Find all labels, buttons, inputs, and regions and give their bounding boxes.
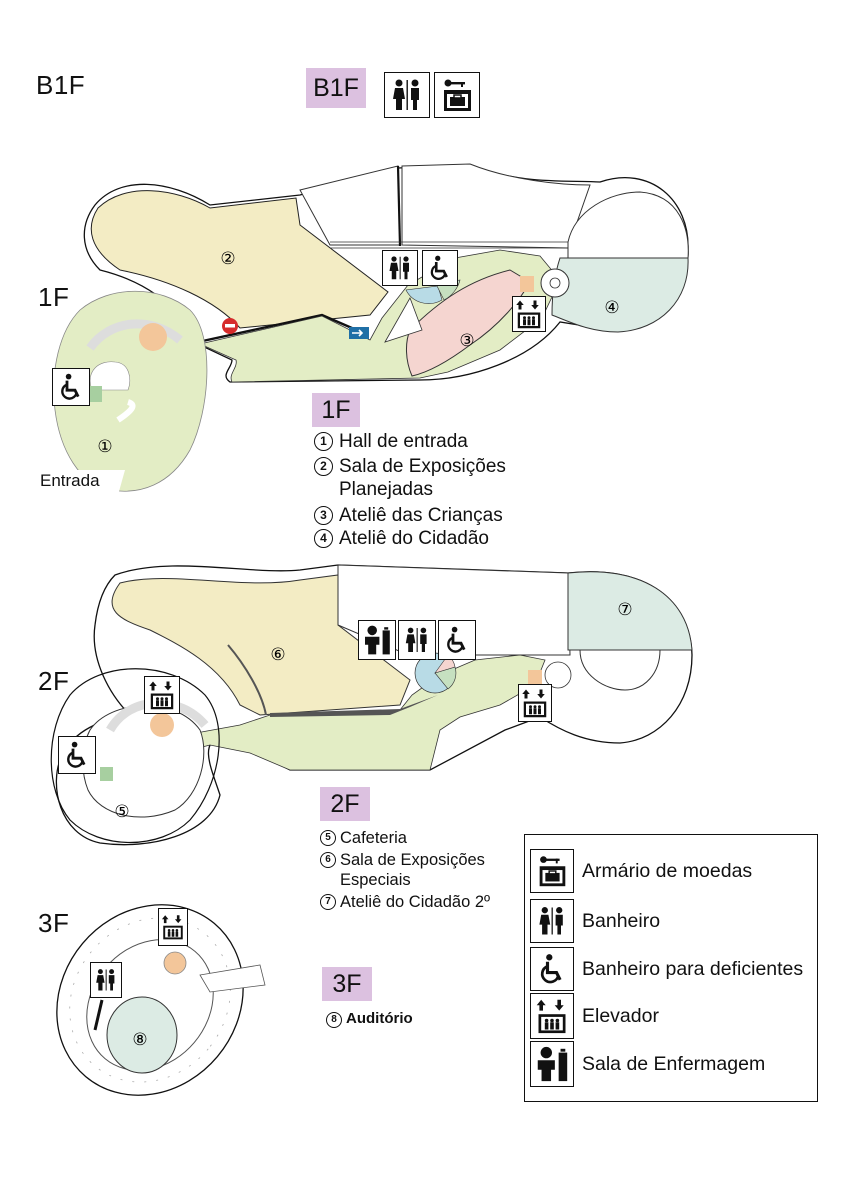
restroom-icon xyxy=(382,250,418,286)
tag-b1f: B1F xyxy=(306,68,366,108)
room-3-area xyxy=(406,269,531,377)
room-4-area xyxy=(551,257,689,333)
map-2f: ⑥ ⑦ ⑤ xyxy=(50,564,693,846)
room-2-area xyxy=(90,190,389,329)
map-1f: ② ③ ④ ① xyxy=(40,163,689,495)
key-item-restroom: Banheiro xyxy=(530,899,660,943)
room-number-4: ④ xyxy=(604,298,619,317)
key-item-elevator: Elevador xyxy=(530,993,659,1039)
room-number-5: ⑤ xyxy=(114,802,129,821)
restroom-icon xyxy=(384,72,430,118)
room-number-2: ② xyxy=(220,249,235,268)
room-number-3: ③ xyxy=(459,331,474,350)
floor-label-3f: 3F xyxy=(38,908,70,938)
elevator-icon xyxy=(512,296,546,332)
accessible-restroom-icon xyxy=(58,736,96,774)
room-7-area xyxy=(567,571,693,651)
floor-label-b1f: B1F xyxy=(36,70,86,100)
restroom-icon xyxy=(398,620,436,660)
icon-key: Armário de moedas Banheiro Banheiro para… xyxy=(524,834,818,1102)
elevator-icon xyxy=(144,676,180,714)
elevator-icon xyxy=(158,908,188,946)
restroom-icon xyxy=(90,962,122,998)
room-8-area xyxy=(106,996,178,1074)
tag-3f: 3F xyxy=(322,967,372,1001)
key-item-coin-locker: Armário de moedas xyxy=(530,849,752,893)
coin-locker-icon xyxy=(530,849,574,893)
tag-2f: 2F xyxy=(320,787,370,821)
entrance-label: Entrada xyxy=(40,471,100,490)
elevator-icon xyxy=(518,684,552,722)
coin-locker-icon xyxy=(434,72,480,118)
accessible-restroom-icon xyxy=(52,368,90,406)
floor-label-1f: 1F xyxy=(38,282,70,312)
room-number-1: ① xyxy=(97,437,112,456)
accessible-restroom-icon xyxy=(438,620,476,660)
room-number-6: ⑥ xyxy=(270,645,285,664)
elevator-icon xyxy=(530,993,574,1039)
nursing-room-icon xyxy=(530,1041,574,1087)
restroom-icon xyxy=(530,899,574,943)
tag-1f: 1F xyxy=(312,393,360,427)
nursing-room-icon xyxy=(358,620,396,660)
accessible-restroom-icon xyxy=(422,250,458,286)
map-3f: ⑧ xyxy=(56,904,266,1096)
room-6-area xyxy=(111,574,411,716)
room-5-area xyxy=(50,668,220,843)
accessible-restroom-icon xyxy=(530,947,574,991)
room-number-7: ⑦ xyxy=(617,600,632,619)
room-number-8: ⑧ xyxy=(132,1030,147,1049)
key-item-accessible-restroom: Banheiro para deficientes xyxy=(530,947,803,991)
key-item-nursing-room: Sala de Enfermagem xyxy=(530,1041,765,1087)
floor-label-2f: 2F xyxy=(38,666,70,696)
